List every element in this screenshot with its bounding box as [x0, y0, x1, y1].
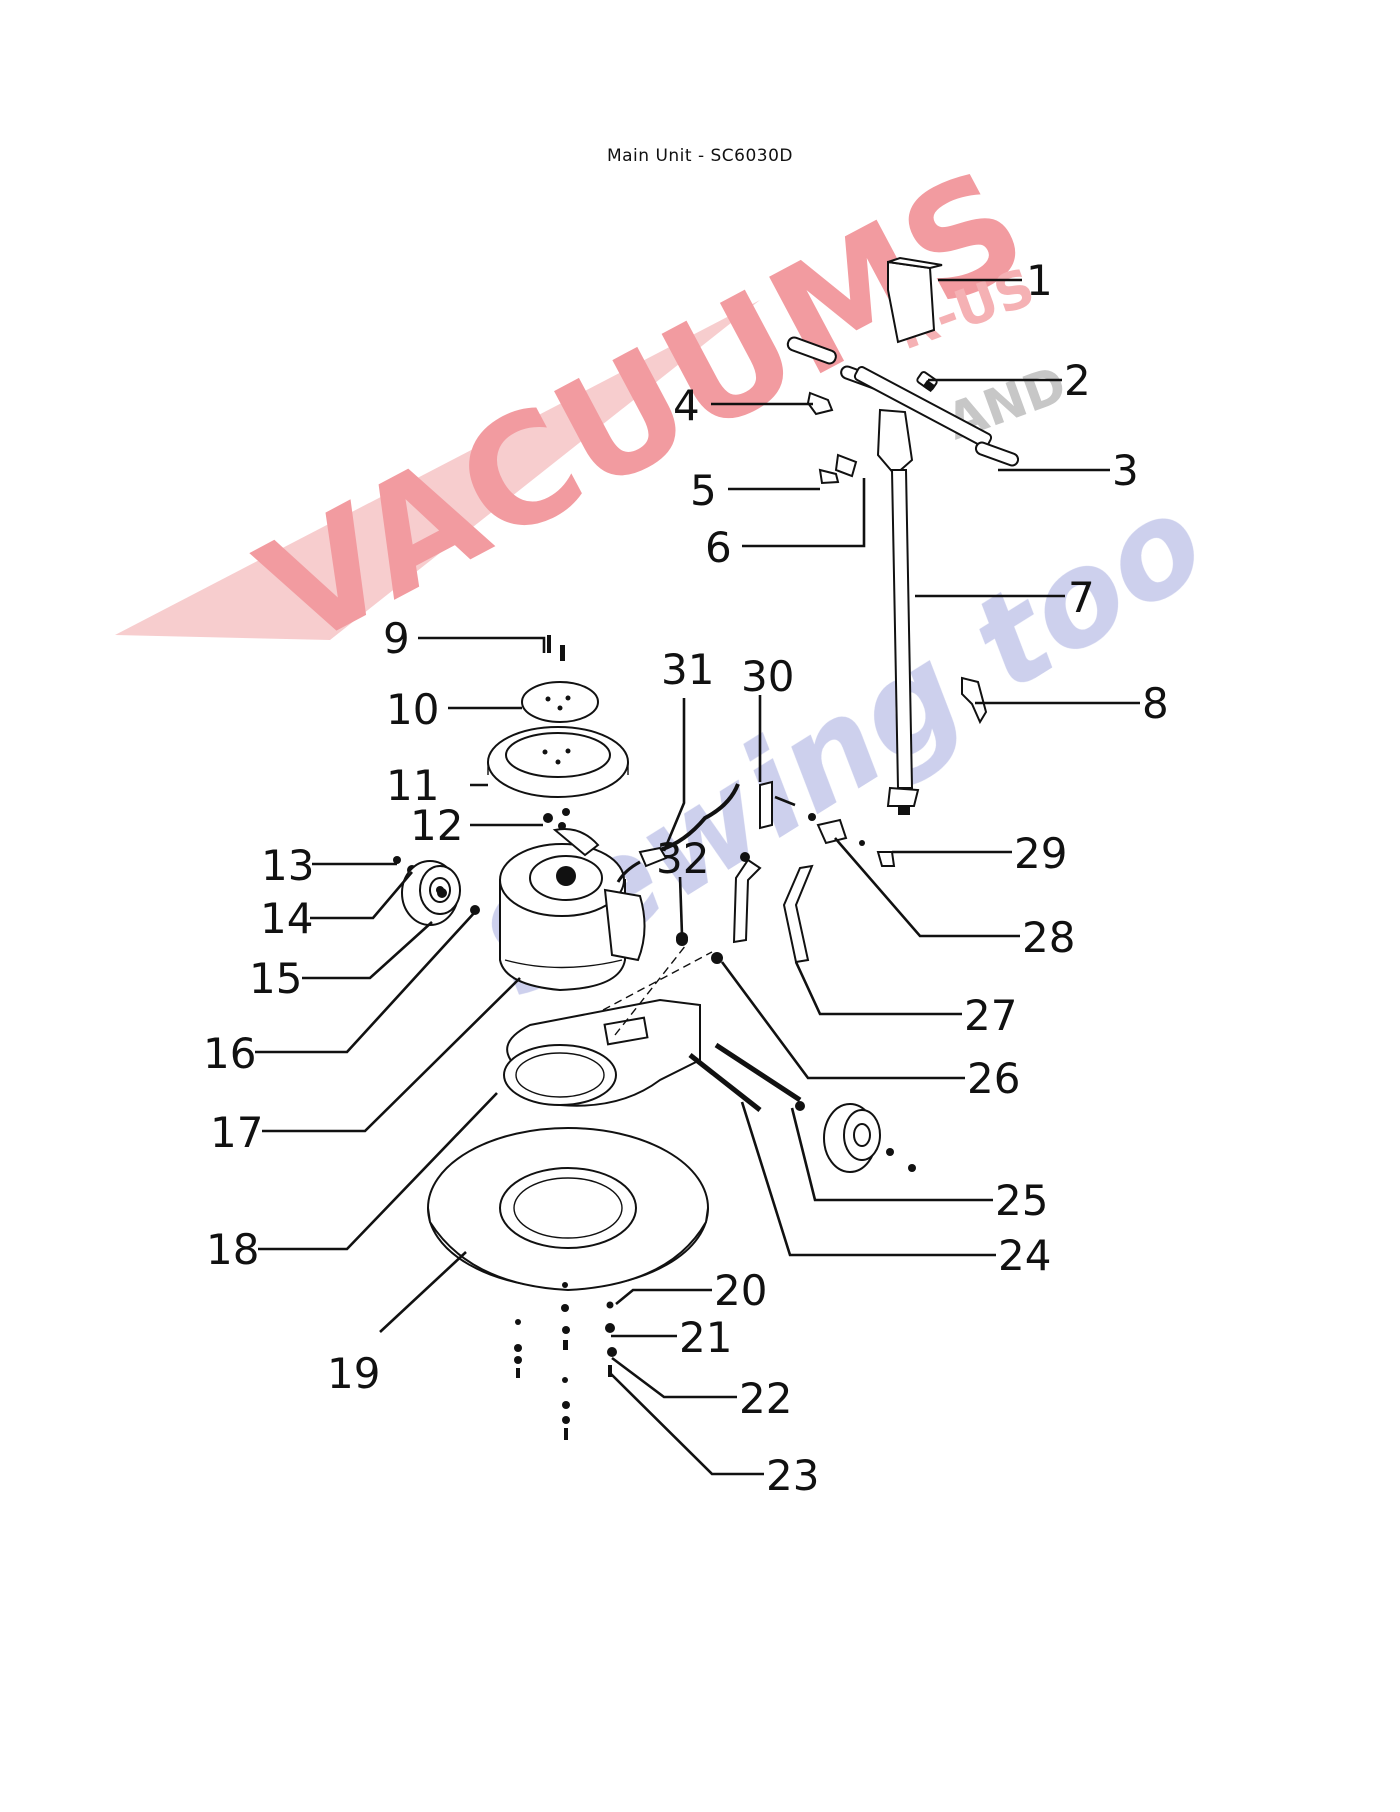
- callout-31: 31: [661, 645, 714, 694]
- callout-24: 24: [998, 1231, 1051, 1280]
- page-title: Main Unit - SC6030D: [606, 146, 794, 166]
- callout-10: 10: [386, 685, 439, 734]
- part-10-plate: [521, 681, 599, 723]
- callout-30: 30: [741, 652, 794, 701]
- part-18-base-plate: [503, 998, 701, 1107]
- callout-9: 9: [383, 614, 410, 663]
- part-1-switch-housing: [887, 256, 943, 344]
- callout-6: 6: [705, 523, 732, 572]
- callout-2: 2: [1064, 356, 1091, 405]
- callout-16: 16: [203, 1029, 256, 1078]
- callout-27: 27: [964, 991, 1017, 1040]
- leader-lines: [255, 278, 1140, 1476]
- part-4-clip: [806, 391, 834, 416]
- callout-15: 15: [249, 954, 302, 1003]
- callout-14: 14: [260, 894, 313, 943]
- callout-17: 17: [210, 1108, 263, 1157]
- watermark: VACUUMS Sewing too R-US AND: [115, 137, 1230, 1026]
- part-13-14-15-16-left-wheel: [393, 856, 480, 926]
- callout-4: 4: [673, 381, 700, 430]
- callout-7: 7: [1068, 573, 1095, 622]
- part-24-25-axle-wheel: [688, 1042, 916, 1173]
- callout-5: 5: [690, 466, 717, 515]
- callout-28: 28: [1022, 913, 1075, 962]
- callout-13: 13: [261, 841, 314, 890]
- callout-21: 21: [679, 1313, 732, 1362]
- callout-20: 20: [714, 1266, 767, 1315]
- callout-18: 18: [206, 1225, 259, 1274]
- callout-29: 29: [1014, 829, 1067, 878]
- callout-19: 19: [327, 1349, 380, 1398]
- watermark-and-text: AND: [939, 355, 1074, 451]
- callout-32: 32: [656, 834, 709, 883]
- part-17-motor: [499, 828, 646, 992]
- callout-12: 12: [410, 801, 463, 850]
- part-3-handle-bar: [786, 336, 1020, 477]
- part-31-32-cable: [602, 783, 740, 1036]
- part-19-pad-driver: [427, 1127, 709, 1292]
- callout-11: 11: [386, 761, 439, 810]
- part-2-switch: [916, 371, 938, 393]
- callout-8: 8: [1142, 679, 1169, 728]
- callout-22: 22: [739, 1374, 792, 1423]
- callout-25: 25: [995, 1176, 1048, 1225]
- callout-3: 3: [1112, 446, 1139, 495]
- callout-labels: 1 2 3 4 5 6 7 8 9 10 11 12 13 14 15 16 1…: [203, 256, 1169, 1500]
- part-5-6-brackets: [818, 453, 858, 485]
- callout-26: 26: [967, 1054, 1020, 1103]
- part-9-pins: [547, 635, 565, 661]
- callout-1: 1: [1026, 256, 1053, 305]
- part-7-handle-tube: [886, 469, 920, 815]
- parts-20-23-screws: [514, 1282, 617, 1440]
- watermark-swoosh: [115, 300, 760, 640]
- part-12-screws: [543, 808, 570, 830]
- part-8-clip: [961, 676, 988, 725]
- part-11-motor-cover: [487, 726, 629, 798]
- part-28-29-30-latch: [759, 780, 896, 867]
- callout-23: 23: [766, 1451, 819, 1500]
